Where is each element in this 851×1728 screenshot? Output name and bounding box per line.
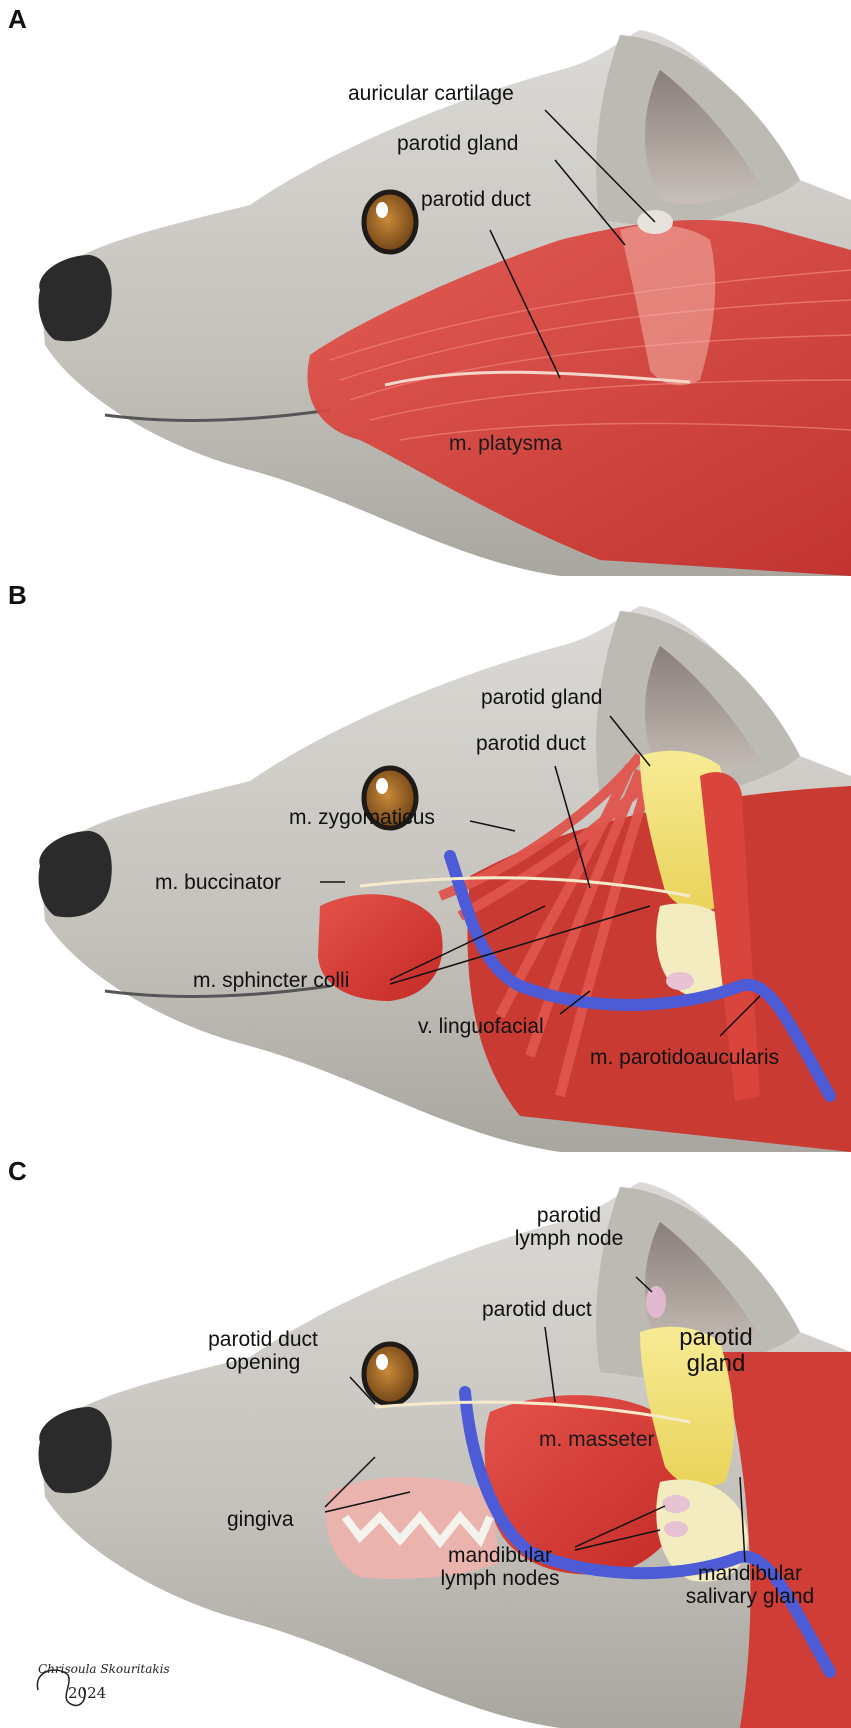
- label-parotid-duct: parotid duct: [482, 1298, 592, 1321]
- panel-letter-b: B: [8, 580, 27, 610]
- vein: [459, 1386, 836, 1678]
- inner-ear: [645, 1222, 760, 1357]
- nose: [38, 255, 112, 342]
- lymph-node: [666, 972, 694, 990]
- leader-lines-c: [324, 1276, 746, 1563]
- label-mandibular-lymph-nodes-line1: mandibular: [448, 1544, 552, 1567]
- label-parotid-duct-opening: parotid duct opening: [198, 1328, 328, 1374]
- platysma-fibers: [329, 269, 851, 441]
- eye-highlight: [376, 778, 388, 794]
- sphincter-colli-fibers: [438, 752, 664, 1098]
- label-parotid-lymph-node-line1: parotid: [536, 1204, 602, 1227]
- panel-b-illustration: [38, 606, 851, 1152]
- label-mandibular-salivary-gland: mandibular salivary gland: [670, 1562, 830, 1608]
- mandibular-lymph-node-2: [664, 1521, 688, 1537]
- panel-a: A auricular cartilage parotid gland paro…: [0, 0, 851, 576]
- label-mandibular-lymph-nodes-line2: lymph nodes: [440, 1567, 560, 1591]
- parotid-gland-shape: [640, 1326, 735, 1487]
- mouth-line: [104, 984, 331, 998]
- label-mandibular-salivary-gland-line2: salivary gland: [685, 1585, 815, 1609]
- parotidoauricularis-muscle: [700, 772, 760, 1101]
- neck-muscle: [720, 1352, 851, 1728]
- label-m-sphincter-colli: m. sphincter colli: [193, 969, 350, 992]
- label-m-parotidoaucularis: m. parotidoaucularis: [590, 1046, 780, 1069]
- label-m-masseter: m. masseter: [539, 1428, 655, 1451]
- leader-lines-b: [320, 715, 761, 1037]
- teeth: [341, 1510, 494, 1549]
- eye: [361, 1341, 419, 1407]
- linguofacial-vein: [444, 850, 836, 1102]
- eye-highlight: [376, 202, 388, 218]
- label-m-zygomaticus: m. zygomaticus: [289, 806, 435, 829]
- parotid-duct-line: [384, 370, 691, 387]
- parotid-gland-shape: [620, 224, 716, 386]
- parotid-lymph-node-shape: [646, 1286, 666, 1318]
- eye-highlight: [376, 1354, 388, 1370]
- masseter-muscle: [484, 1395, 693, 1575]
- label-m-buccinator: m. buccinator: [155, 871, 282, 894]
- signature-mark: [36, 1669, 86, 1707]
- mandibular-lymph-node-1: [662, 1495, 690, 1513]
- mouth-line: [104, 408, 331, 422]
- panel-c: C parotid lymph node parotid duct paroti…: [0, 1152, 851, 1728]
- panel-letter-a: A: [8, 4, 27, 34]
- label-mandibular-salivary-gland-line1: mandibular: [698, 1562, 802, 1585]
- label-parotid-gland: parotid gland: [397, 132, 519, 155]
- label-m-platysma: m. platysma: [449, 432, 563, 455]
- buccinator-muscle: [318, 894, 443, 1001]
- label-parotid-gland-line2: gland: [686, 1350, 746, 1378]
- eye: [361, 189, 419, 255]
- leader-lines-a: [489, 109, 656, 379]
- label-gingiva: gingiva: [227, 1508, 294, 1531]
- nose: [38, 831, 112, 918]
- label-v-linguofacial: v. linguofacial: [418, 1015, 544, 1038]
- label-auricular-cartilage: auricular cartilage: [348, 82, 514, 105]
- label-parotid-gland-line1: parotid: [679, 1324, 753, 1351]
- inner-ear: [645, 646, 760, 781]
- panel-b: B parotid gland parotid duct m. zygomati…: [0, 576, 851, 1152]
- label-parotid-duct: parotid duct: [476, 732, 586, 755]
- label-parotid-duct-opening-line2: opening: [225, 1351, 301, 1375]
- signature-name: Chrisoula Skouritakis: [38, 1662, 170, 1676]
- parotid-duct-line: [374, 1400, 691, 1424]
- panel-a-illustration: [38, 30, 851, 576]
- label-parotid-duct: parotid duct: [421, 188, 531, 211]
- panel-c-illustration: [38, 1182, 851, 1728]
- label-parotid-duct-opening-line1: parotid duct: [208, 1328, 318, 1351]
- label-mandibular-lymph-nodes: mandibular lymph nodes: [420, 1544, 580, 1590]
- parotid-duct-line: [359, 876, 691, 898]
- label-parotid-gland: parotid gland: [481, 686, 603, 709]
- inner-ear: [645, 70, 760, 205]
- nose: [38, 1407, 112, 1494]
- label-parotid-lymph-node: parotid lymph node: [514, 1204, 624, 1250]
- label-parotid-lymph-node-line2: lymph node: [514, 1227, 624, 1251]
- panel-letter-c: C: [8, 1156, 27, 1186]
- label-parotid-gland: parotid gland: [676, 1324, 756, 1378]
- signature-year: 2024: [68, 1684, 107, 1702]
